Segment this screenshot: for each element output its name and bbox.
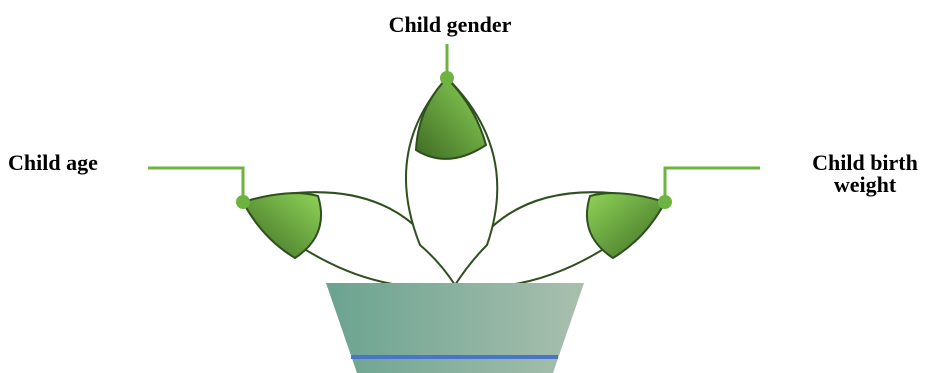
label-child-birth-weight-line1: Child birth [790,152,940,174]
flower-pot [326,283,584,373]
label-child-birth-weight-line2: weight [790,174,940,196]
label-child-birth-weight: Child birth weight [790,152,940,196]
anchor-dot-left [236,195,250,209]
pot-body [326,283,584,373]
leaf-top [416,78,486,159]
anchor-dot-top [440,71,454,85]
connector-left [148,168,243,202]
anchor-dot-right [658,195,672,209]
label-child-gender: Child gender [340,14,560,36]
connector-right [665,168,760,202]
label-child-age: Child age [8,152,128,174]
